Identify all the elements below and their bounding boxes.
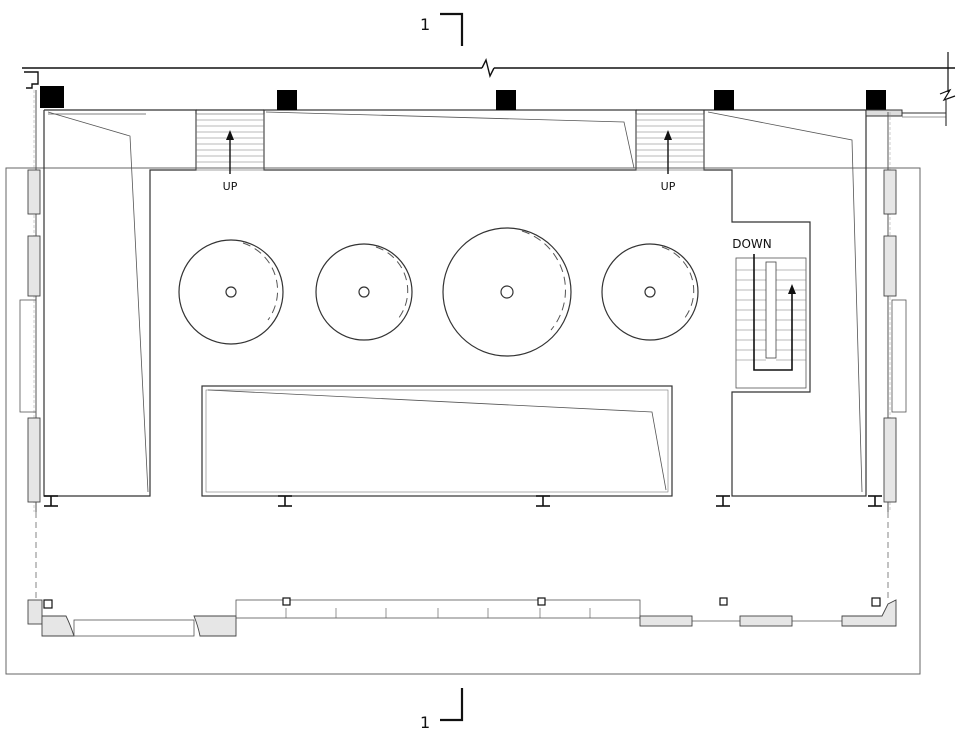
- beam-top-right: [865, 109, 903, 117]
- lower-facade: [27, 597, 897, 637]
- right-wing-slope: [707, 111, 863, 493]
- round-table-2: [315, 243, 413, 341]
- lower-column-marker-mid-1: [282, 597, 291, 606]
- lower-wall-segment-right-2: [739, 615, 793, 627]
- round-table-4-dashed-arc: [661, 246, 695, 320]
- column-3: [496, 90, 516, 110]
- round-table-3-dashed-arc: [521, 230, 566, 331]
- platform-right-wing: [703, 109, 867, 497]
- stair-down: DOWN: [732, 237, 807, 389]
- central-lower-bench: [201, 385, 673, 497]
- i-beam-2: [278, 495, 292, 507]
- left-window-bay: [19, 299, 37, 413]
- right-facade: [883, 112, 907, 600]
- left-wall-segment-1: [27, 169, 41, 215]
- left-wall-segment-3: [27, 417, 41, 503]
- central-upper-bench: [263, 109, 637, 171]
- section-cut-line: [22, 52, 956, 126]
- left-facade: [19, 90, 41, 600]
- section-marker-bottom: 1: [420, 688, 464, 732]
- stair-up-right-frame: [635, 113, 705, 171]
- round-table-1-center: [225, 286, 237, 298]
- lower-column-marker-mid-2: [537, 597, 546, 606]
- columns: [40, 86, 886, 110]
- central-upper-bench-slope: [265, 111, 635, 169]
- column-4: [714, 90, 734, 110]
- round-table-4-center: [644, 286, 656, 298]
- lower-wall-curve-mid: [193, 615, 237, 637]
- corner-bracket-top-left: [24, 71, 39, 89]
- central-lower-bench-slope: [207, 389, 667, 491]
- section-marker-top-number: 1: [420, 15, 430, 34]
- stair-up-right-label: UP: [661, 180, 676, 193]
- round-table-2-dashed-arc: [375, 246, 409, 320]
- stair-down-core: [765, 261, 777, 359]
- lower-column-marker-right: [871, 597, 881, 607]
- section-marker-bottom-bracket: [440, 688, 464, 722]
- round-table-2-top: [315, 243, 413, 341]
- stair-down-frame: [735, 257, 807, 389]
- round-table-3-top: [442, 227, 572, 357]
- lower-wall-segment-right-1: [639, 615, 693, 627]
- stair-down-arrow-icon: [788, 284, 796, 294]
- right-wall-segment-1: [883, 169, 897, 215]
- i-beam-1: [44, 495, 58, 507]
- lower-counter-ticks: [285, 608, 591, 618]
- left-wing-slope: [47, 111, 149, 493]
- stair-up-right-arrow-icon: [664, 130, 672, 140]
- section-marker-top-bracket: [440, 12, 464, 46]
- round-table-4-top: [601, 243, 699, 341]
- section-marker-top: 1: [420, 12, 464, 46]
- central-lower-bench-outer: [201, 385, 673, 497]
- stair-up-left: UP: [195, 113, 265, 193]
- round-table-2-center: [358, 286, 370, 298]
- stair-up-right: UP: [635, 113, 705, 193]
- i-beam-3: [536, 495, 550, 507]
- right-window-bay: [891, 299, 907, 413]
- i-beam-row: [44, 495, 882, 507]
- column-2: [277, 90, 297, 110]
- i-beam-4: [716, 495, 730, 507]
- stair-down-path: [753, 254, 793, 371]
- round-table-1: [178, 239, 284, 345]
- lower-corner-wall-left: [27, 599, 43, 625]
- stair-up-right-treads: [636, 119, 704, 163]
- upper-platform: [43, 109, 867, 497]
- round-table-3-center: [500, 285, 514, 299]
- round-table-3: [442, 227, 572, 357]
- break-symbol-top: [481, 57, 495, 79]
- lower-column-marker-mid-3: [719, 597, 728, 606]
- section-marker-bottom-number: 1: [420, 713, 430, 732]
- right-wall-segment-3: [883, 417, 897, 503]
- round-table-1-dashed-arc: [242, 242, 279, 321]
- lower-column-marker-left: [43, 599, 53, 609]
- right-wall-segment-2: [883, 235, 897, 297]
- round-table-1-top: [178, 239, 284, 345]
- lower-opening-left: [73, 619, 195, 637]
- round-table-4: [601, 243, 699, 341]
- break-symbol-right: [939, 88, 956, 102]
- column-5: [866, 90, 886, 110]
- lower-wall-curve-left: [41, 615, 75, 637]
- lower-corner-wall-right: [841, 599, 897, 627]
- stair-down-treads-right: [776, 269, 806, 361]
- stair-up-left-label: UP: [223, 180, 238, 193]
- column-1: [40, 86, 64, 108]
- stair-down-treads-left: [736, 269, 766, 361]
- left-wall-segment-2: [27, 235, 41, 297]
- i-beam-5: [868, 495, 882, 507]
- site-outline: [5, 167, 921, 675]
- stair-up-left-arrow-icon: [226, 130, 234, 140]
- central-lower-bench-inner: [205, 389, 669, 493]
- stair-down-label: DOWN: [732, 237, 772, 251]
